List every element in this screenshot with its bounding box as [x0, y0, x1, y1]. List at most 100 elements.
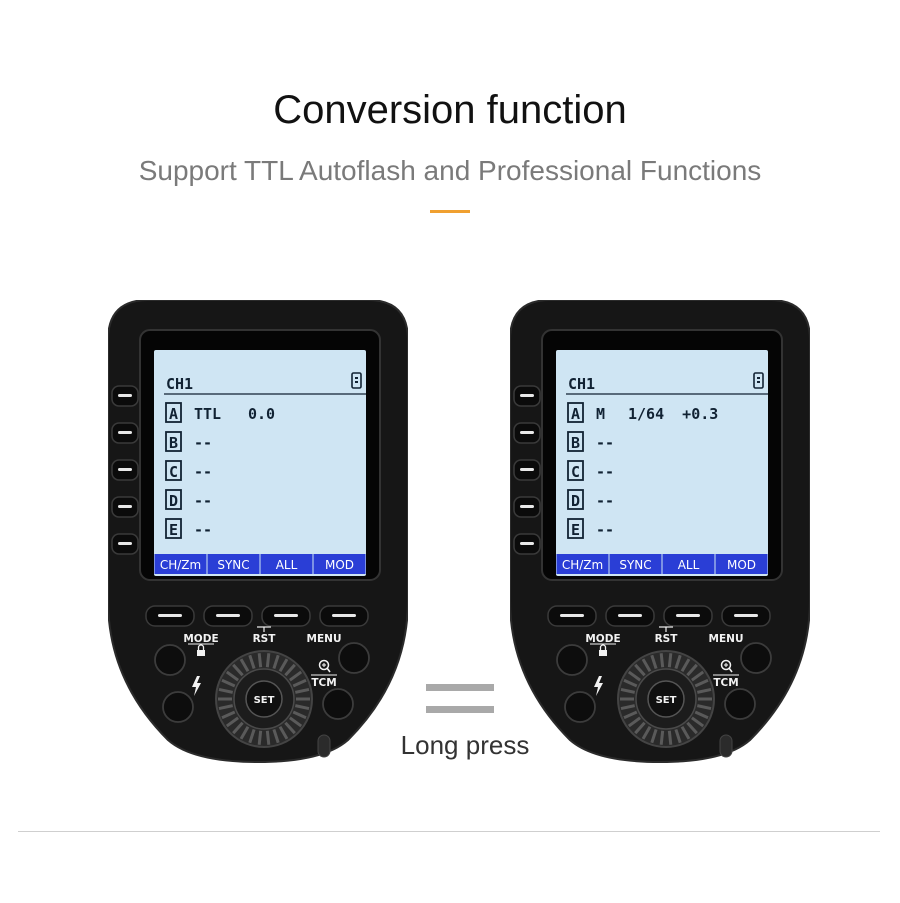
lcd-screen	[154, 350, 366, 576]
softkey-label-bg	[260, 554, 313, 574]
menu-label: MENU	[709, 633, 744, 645]
menu-label: MENU	[307, 633, 342, 645]
accent-divider	[430, 210, 470, 213]
lcd-screen	[556, 350, 768, 576]
group-letter: D	[571, 492, 580, 510]
softkey-label-bg	[154, 554, 207, 574]
group-letter: E	[571, 521, 580, 539]
group-letter: D	[169, 492, 178, 510]
tcm-label: TCM	[311, 677, 336, 689]
zoom-icon	[318, 659, 330, 671]
footer-divider	[18, 831, 880, 832]
group-mode: --	[596, 463, 614, 481]
side-button-mark	[520, 431, 534, 434]
flash-test-icon	[192, 676, 201, 696]
page-title: Conversion function	[273, 88, 627, 132]
equals-sign-bottom-bar	[426, 706, 494, 713]
softkey-label: MOD	[325, 558, 354, 572]
group-letter-box	[567, 460, 584, 481]
group-letter: A	[571, 405, 580, 423]
channel-label: CH1	[568, 375, 595, 393]
softkey-label: SYNC	[619, 558, 651, 572]
mode-label: MODE	[585, 633, 620, 645]
group-letter-box	[165, 518, 182, 539]
softkey-label-bg	[609, 554, 662, 574]
set-button[interactable]	[245, 680, 283, 718]
lock-icon	[197, 650, 205, 656]
group-letter-box	[165, 489, 182, 510]
softkey-label: ALL	[276, 558, 298, 572]
softkey-button-mark	[734, 614, 758, 617]
group-letter: A	[169, 405, 178, 423]
equals-sign-top-bar	[426, 684, 494, 691]
group-letter-box	[165, 460, 182, 481]
group-mode: --	[596, 521, 614, 539]
set-label: SET	[254, 695, 275, 706]
softkey-label-bg	[662, 554, 715, 574]
side-button-mark	[520, 468, 534, 471]
page-subtitle: Support TTL Autoflash and Professional F…	[138, 155, 762, 186]
side-button-mark	[520, 542, 534, 545]
menu-button[interactable]	[338, 642, 370, 674]
mode-label: MODE	[183, 633, 218, 645]
zoom-icon	[720, 659, 732, 671]
softkey-button-mark	[618, 614, 642, 617]
side-button-mark	[118, 542, 132, 545]
group-letter-box	[567, 431, 584, 452]
softkey-button-mark	[560, 614, 584, 617]
battery-icon	[753, 372, 764, 389]
rst-label: RST	[253, 633, 277, 645]
group-letter: C	[169, 463, 178, 481]
menu-button[interactable]	[740, 642, 772, 674]
group-value: 0.0	[248, 405, 275, 423]
softkey-label: CH/Zm	[160, 558, 201, 572]
side-button-mark	[520, 394, 534, 397]
long-press-label: Long press	[400, 730, 530, 760]
side-button-mark	[118, 431, 132, 434]
rst-label: RST	[655, 633, 679, 645]
group-mode: --	[194, 434, 212, 452]
group-mode: TTL	[194, 405, 221, 423]
softkey-label-bg	[715, 554, 768, 574]
softkey-label-bg	[556, 554, 609, 574]
group-letter: B	[571, 434, 580, 452]
group-mode: --	[194, 492, 212, 510]
tcm-button[interactable]	[724, 688, 756, 720]
group-mode: M	[596, 405, 605, 423]
softkey-label: CH/Zm	[562, 558, 603, 572]
group-letter-box	[165, 402, 182, 423]
lanyard-hole	[719, 734, 733, 758]
side-button-mark	[520, 505, 534, 508]
group-letter-box	[567, 489, 584, 510]
group-letter: B	[169, 434, 178, 452]
tcm-button[interactable]	[322, 688, 354, 720]
softkey-label-bg	[207, 554, 260, 574]
group-value: 1/64 +0.3	[628, 405, 718, 423]
mode-button[interactable]	[154, 644, 186, 676]
set-label: SET	[656, 695, 677, 706]
group-mode: --	[194, 463, 212, 481]
group-letter: E	[169, 521, 178, 539]
test-flash-button[interactable]	[564, 691, 596, 723]
softkey-button-mark	[332, 614, 356, 617]
softkey-label-bg	[313, 554, 366, 574]
channel-label: CH1	[166, 375, 193, 393]
group-mode: --	[596, 492, 614, 510]
flash-test-icon	[594, 676, 603, 696]
softkey-button-mark	[158, 614, 182, 617]
side-button-mark	[118, 505, 132, 508]
group-mode: --	[194, 521, 212, 539]
softkey-button-mark	[216, 614, 240, 617]
softkey-button-mark	[676, 614, 700, 617]
group-letter-box	[165, 431, 182, 452]
set-button[interactable]	[647, 680, 685, 718]
test-flash-button[interactable]	[162, 691, 194, 723]
softkey-label: MOD	[727, 558, 756, 572]
side-button-mark	[118, 394, 132, 397]
mode-button[interactable]	[556, 644, 588, 676]
battery-icon	[351, 372, 362, 389]
